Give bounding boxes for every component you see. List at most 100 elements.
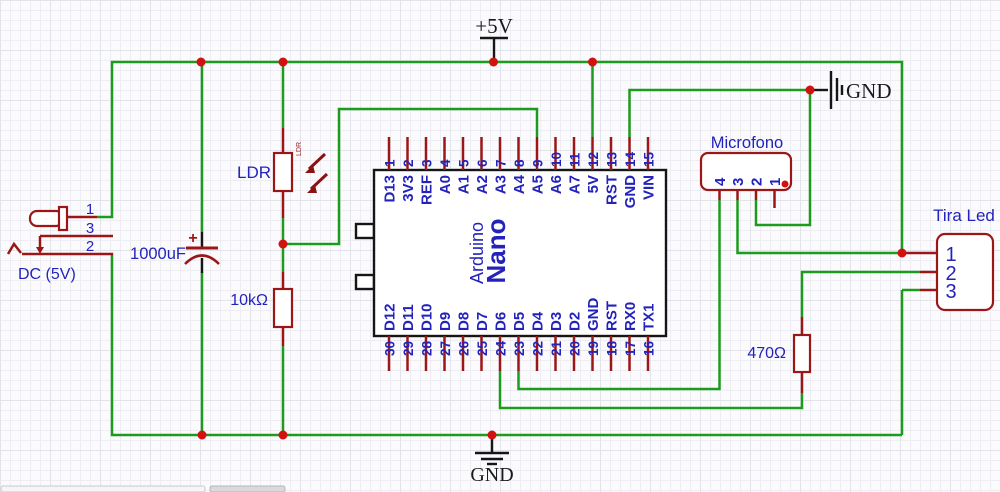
wire-mic2-gnd[interactable] bbox=[754, 90, 812, 227]
dc-jack-pin1: 1 bbox=[86, 201, 94, 218]
arduino-top-pin-number: 4 bbox=[438, 159, 453, 167]
wire-gnd-left-drop[interactable] bbox=[110, 253, 902, 437]
arduino-top-pin-number: 3 bbox=[420, 159, 435, 167]
resistor-470-value: 470Ω bbox=[747, 345, 786, 362]
arduino-bottom-pin-number: 22 bbox=[531, 341, 546, 356]
arduino-top-pin-number: 5 bbox=[457, 159, 472, 167]
arduino-top-pin-label: REF bbox=[419, 175, 436, 205]
arduino-bottom-pin-number: 23 bbox=[512, 341, 527, 357]
dc-jack-label: DC (5V) bbox=[18, 266, 76, 283]
arduino-bottom-pin-number: 30 bbox=[383, 341, 398, 356]
arduino-top-pin-number: 1 bbox=[383, 159, 398, 167]
arduino-top-pin-number: 9 bbox=[531, 159, 546, 167]
wire-a5[interactable] bbox=[283, 107, 539, 246]
dc-jack-pin3: 3 bbox=[86, 220, 94, 237]
arduino-bottom-pin-label: D10 bbox=[419, 303, 436, 331]
wire-d6-470[interactable] bbox=[498, 371, 804, 410]
arduino-top-pin-number: 10 bbox=[549, 152, 564, 167]
arduino-top-pin-label: VIN bbox=[641, 175, 658, 200]
ldr-small-label: LDR bbox=[296, 142, 303, 156]
gnd-top-symbol[interactable]: GND bbox=[813, 71, 892, 109]
microfono-pin-number: 3 bbox=[730, 178, 747, 186]
tira-led-pin-number: 3 bbox=[945, 281, 956, 303]
arduino-top-pin-label: 3V3 bbox=[400, 175, 417, 202]
vcc-symbol[interactable]: +5V bbox=[475, 14, 513, 60]
arduino-bottom-pin-label: D5 bbox=[511, 312, 528, 331]
arduino-bottom-pin-label: D2 bbox=[567, 312, 584, 331]
arduino-bottom-pin-number: 29 bbox=[401, 341, 416, 356]
arduino-top-pin-number: 13 bbox=[605, 151, 620, 167]
resistor-10k-symbol[interactable]: 10kΩ bbox=[230, 272, 294, 346]
arduino-bottom-pin-label: D12 bbox=[382, 303, 399, 331]
arduino-bottom-pin-label: D9 bbox=[437, 312, 454, 331]
tira-led-pin-number: 2 bbox=[945, 263, 956, 285]
arduino-bottom-pin-number: 16 bbox=[642, 341, 657, 357]
arduino-top-pin-label: D13 bbox=[382, 175, 399, 203]
ldr-symbol[interactable]: LDR LDR bbox=[237, 128, 329, 218]
arduino-bottom-pins[interactable]: 30D1229D1128D1027D926D825D724D623D522D42… bbox=[382, 298, 658, 372]
gnd-bottom-label: GND bbox=[470, 464, 513, 486]
arduino-bottom-pin-number: 18 bbox=[605, 341, 620, 357]
tira-led-symbol[interactable]: Tira Led 123 bbox=[906, 206, 995, 312]
microfono-label: Microfono bbox=[711, 134, 783, 152]
capacitor-polarity: + bbox=[188, 230, 197, 247]
arduino-bottom-pin-label: TX1 bbox=[641, 303, 658, 331]
arduino-top-pins[interactable]: 1D1323V33REF4A05A16A27A38A49A510A611A712… bbox=[382, 137, 658, 208]
arduino-top-pin-label: A2 bbox=[474, 175, 491, 194]
wire-gnd-pin14[interactable] bbox=[628, 88, 811, 137]
arduino-top-pin-number: 14 bbox=[623, 151, 638, 167]
capacitor-value: 1000uF bbox=[130, 245, 186, 263]
arduino-top-pin-label: RST bbox=[604, 175, 621, 205]
arduino-top-pin-number: 6 bbox=[475, 159, 490, 167]
arduino-top-pin-number: 7 bbox=[494, 159, 509, 167]
horizontal-scrollbar[interactable] bbox=[0, 485, 286, 492]
arduino-bottom-pin-number: 19 bbox=[586, 341, 601, 356]
arduino-bottom-pin-number: 27 bbox=[438, 341, 453, 356]
arduino-bottom-pin-label: D8 bbox=[456, 312, 473, 331]
vcc-label: +5V bbox=[475, 14, 513, 38]
arduino-top-pin-label: A4 bbox=[511, 174, 528, 194]
gnd-bottom-symbol[interactable]: GND bbox=[470, 436, 514, 486]
arduino-bottom-pin-label: D6 bbox=[493, 312, 510, 331]
arduino-bottom-pin-label: D7 bbox=[474, 312, 491, 331]
arduino-bottom-pin-label: D11 bbox=[400, 304, 417, 331]
arduino-bottom-pin-number: 21 bbox=[549, 341, 564, 357]
arduino-bottom-pin-label: D3 bbox=[548, 312, 565, 331]
arduino-bottom-pin-label: RST bbox=[604, 301, 621, 331]
tira-led-pins: 123 bbox=[945, 244, 956, 303]
arduino-bottom-pin-number: 20 bbox=[568, 341, 583, 356]
arduino-top-pin-label: GND bbox=[622, 175, 639, 209]
arduino-top-pin-number: 15 bbox=[642, 151, 657, 167]
arduino-bottom-pin-label: GND bbox=[585, 298, 602, 332]
wire-tira2-470[interactable] bbox=[800, 270, 920, 317]
arduino-bottom-pin-number: 25 bbox=[475, 341, 490, 357]
arduino-top-pin-number: 2 bbox=[401, 159, 416, 167]
ldr-label: LDR bbox=[237, 163, 271, 182]
microfono-pin-number: 4 bbox=[712, 177, 729, 186]
junction-dots bbox=[196, 57, 907, 440]
arduino-top-pin-label: A0 bbox=[437, 175, 454, 194]
arduino-top-pin-label: A1 bbox=[456, 175, 473, 194]
dc-jack-symbol[interactable]: 1 3 2 DC (5V) bbox=[6, 201, 113, 283]
arduino-bottom-pin-number: 26 bbox=[457, 341, 472, 357]
capacitor-symbol[interactable]: + 1000uF bbox=[130, 230, 220, 273]
microfono-pin-number: 2 bbox=[749, 178, 766, 186]
wire-mic3-5v[interactable] bbox=[736, 200, 903, 255]
wire-d5-mic4[interactable] bbox=[517, 200, 721, 391]
arduino-top-pin-number: 11 bbox=[568, 152, 583, 167]
wire-5v-rail[interactable] bbox=[97, 60, 904, 253]
arduino-bottom-pin-number: 24 bbox=[494, 341, 509, 357]
arduino-bottom-pin-label: D4 bbox=[530, 311, 547, 331]
tira-led-pin-number: 1 bbox=[945, 244, 956, 266]
arduino-title-line1: Arduino bbox=[467, 222, 487, 284]
arduino-top-pin-number: 8 bbox=[512, 159, 527, 167]
dc-jack-pin2: 2 bbox=[86, 238, 94, 255]
resistor-10k-value: 10kΩ bbox=[230, 292, 268, 309]
arduino-top-pin-number: 12 bbox=[586, 152, 601, 167]
resistor-470-symbol[interactable]: 470Ω bbox=[747, 317, 812, 393]
arduino-nano-symbol[interactable]: Arduino Nano 1D1323V33REF4A05A16A27A38A4… bbox=[354, 137, 668, 372]
arduino-bottom-pin-number: 28 bbox=[420, 341, 435, 357]
